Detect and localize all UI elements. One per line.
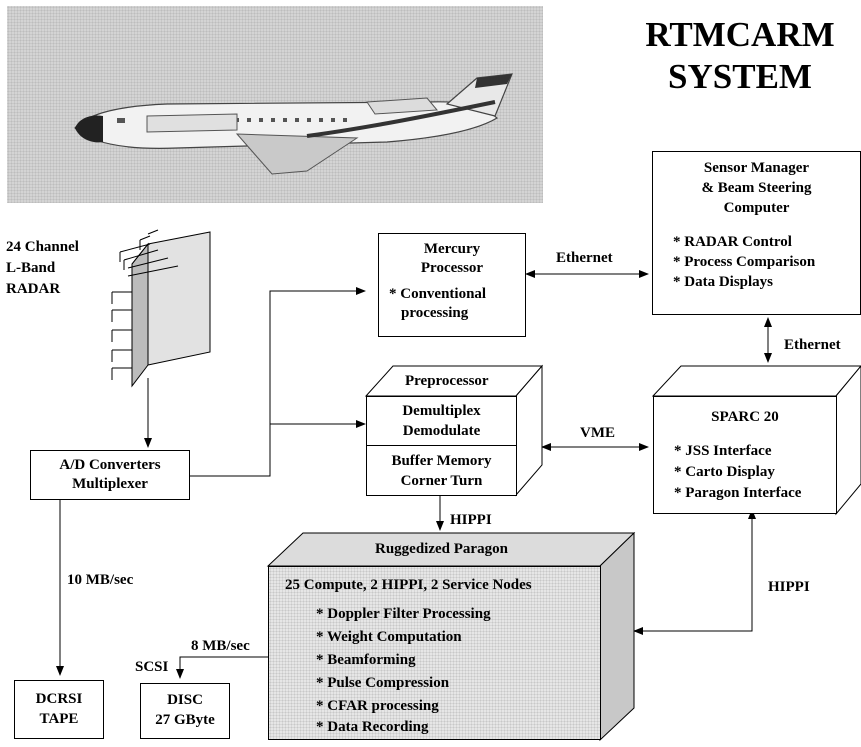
radar-label-line3: RADAR xyxy=(6,281,61,297)
paragon-item-1: * Doppler Filter Processing xyxy=(316,606,491,622)
aircraft-icon xyxy=(74,73,513,175)
dcrsi-line1: DCRSI xyxy=(35,691,83,707)
sensor-item-1: * RADAR Control xyxy=(673,234,792,250)
disc-line1: DISC xyxy=(167,692,203,708)
sparc-title: SPARC 20 xyxy=(711,409,779,425)
preprocessor-title: Preprocessor xyxy=(405,373,489,389)
mercury-processor-box: Mercury Processor * Conventional process… xyxy=(378,233,526,337)
vme-label: VME xyxy=(580,425,615,441)
ad-line1: A/D Converters xyxy=(59,457,161,473)
sparc-item-2: * Carto Display xyxy=(674,464,775,480)
sparc20-box: SPARC 20 * JSS Interface * Carto Display… xyxy=(653,396,837,514)
sensor-item-3: * Data Displays xyxy=(673,274,774,290)
mercury-item1: * Conventional xyxy=(389,286,487,302)
mercury-line1: Mercury xyxy=(423,241,481,257)
paragon-item-5: * CFAR processing xyxy=(316,698,439,714)
dcrsi-line2: TAPE xyxy=(39,711,79,727)
preprocessor-sec1b: Demodulate xyxy=(402,423,481,439)
ad-line2: Multiplexer xyxy=(72,476,148,492)
sensor-line2: & Beam Steering xyxy=(701,180,812,196)
sparc-item-3: * Paragon Interface xyxy=(674,485,802,501)
sparc-item-1: * JSS Interface xyxy=(674,443,772,459)
ad-converters-box: A/D Converters Multiplexer xyxy=(30,450,190,500)
disc-line2: 27 GByte xyxy=(155,712,215,728)
sensor-item-2: * Process Comparison xyxy=(673,254,816,270)
diagram-title-line2: SYSTEM xyxy=(668,57,812,96)
paragon-item-3: * Beamforming xyxy=(316,652,416,668)
paragon-subtitle: 25 Compute, 2 HIPPI, 2 Service Nodes xyxy=(285,577,532,593)
paragon-item-6: * Data Recording xyxy=(316,719,429,735)
mercury-line2: Processor xyxy=(420,260,484,276)
radar-label-line1: 24 Channel xyxy=(6,239,79,255)
preprocessor-section-demux: Demultiplex Demodulate xyxy=(366,396,517,446)
preprocessor-sec2b: Corner Turn xyxy=(400,473,483,489)
sensor-line3: Computer xyxy=(723,200,790,216)
sensor-manager-box: Sensor Manager & Beam Steering Computer … xyxy=(652,151,861,315)
radar-label-line2: L-Band xyxy=(6,260,56,276)
sensor-line1: Sensor Manager xyxy=(703,160,810,176)
disc-box: DISC 27 GByte xyxy=(140,683,230,739)
hippi-label-right: HIPPI xyxy=(768,579,810,595)
hippi-label-top: HIPPI xyxy=(450,512,492,528)
preprocessor-sec1a: Demultiplex xyxy=(402,403,481,419)
ethernet-label-right: Ethernet xyxy=(784,337,841,353)
aircraft-photo xyxy=(7,6,543,203)
mercury-item2: processing xyxy=(401,305,469,321)
paragon-item-4: * Pulse Compression xyxy=(316,675,450,691)
paragon-item-2: * Weight Computation xyxy=(316,629,462,645)
paragon-box xyxy=(268,566,601,740)
paragon-title: Ruggedized Paragon xyxy=(375,541,508,557)
preprocessor-sec2a: Buffer Memory xyxy=(391,453,492,469)
ethernet-label-top: Ethernet xyxy=(556,250,613,266)
diagram-title-line1: RTMCARM xyxy=(645,15,835,54)
rate-10mb-label: 10 MB/sec xyxy=(67,572,134,588)
rate-8mb-label: 8 MB/sec xyxy=(191,638,250,654)
scsi-label: SCSI xyxy=(135,659,169,675)
dcrsi-tape-box: DCRSI TAPE xyxy=(14,680,104,739)
preprocessor-section-buffer: Buffer Memory Corner Turn xyxy=(366,445,517,496)
